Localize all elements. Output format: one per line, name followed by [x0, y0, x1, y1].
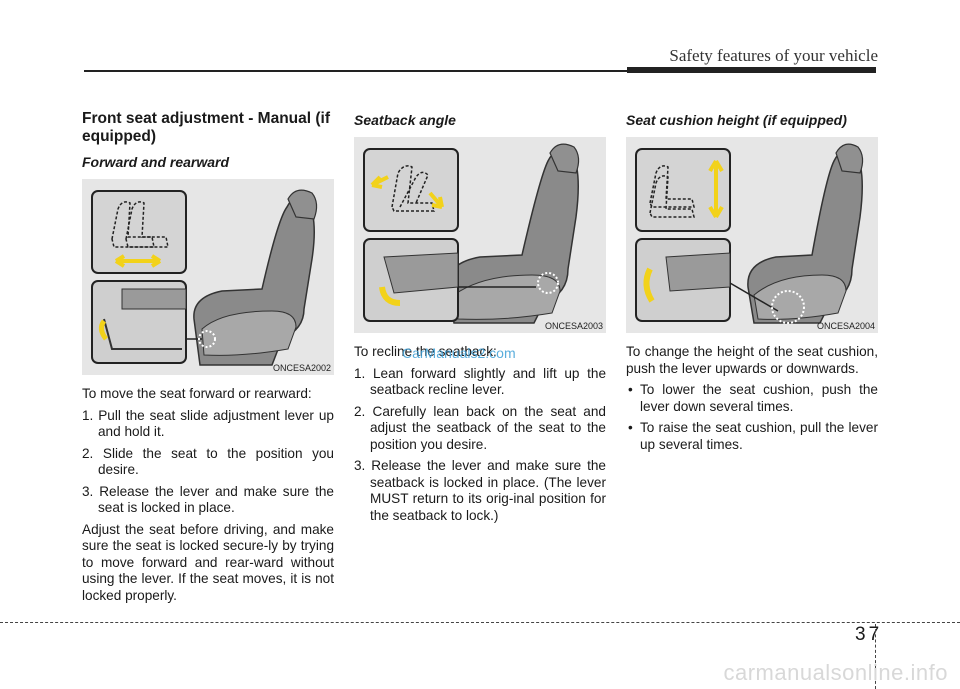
bullet-lower: To lower the seat cushion, push the leve…: [626, 382, 878, 415]
step-3: 3. Release the lever and make sure the s…: [354, 458, 606, 523]
column-forward-rearward: Front seat adjustment - Manual (if equip…: [82, 110, 334, 609]
seat-slide-drawing: [91, 189, 318, 366]
page-divider: [875, 624, 876, 689]
step-1: 1. Pull the seat slide adjustment lever …: [82, 407, 334, 440]
intro-text: To change the height of the seat cushion…: [626, 344, 878, 376]
seatback-recline-drawing: [363, 143, 580, 324]
step-2: 2. Carefully lean back on the seat and a…: [354, 403, 606, 452]
seat-slide-illustration: ONCESA2002: [82, 179, 334, 375]
intro-text: To recline the seatback:: [354, 344, 497, 359]
column-seatback-angle: Seatback angle ONCESA2003 To recline the…: [354, 110, 606, 529]
cushion-height-drawing: [635, 143, 864, 324]
header-title: Safety features of your vehicle: [669, 46, 878, 65]
step-2: 2. Slide the seat to the position you de…: [82, 445, 334, 478]
bullet-raise: To raise the seat cushion, pull the leve…: [626, 420, 878, 453]
step-3: 3. Release the lever and make sure the s…: [82, 483, 334, 516]
figure-code: ONCESA2003: [544, 321, 603, 331]
watermark-link[interactable]: CarManuals2.com: [402, 345, 516, 361]
header-rule-accent: [627, 67, 876, 73]
header-rule: [84, 70, 876, 72]
seatback-recline-illustration: ONCESA2003: [354, 137, 606, 333]
intro-text: To move the seat forward or rearward:: [82, 386, 312, 401]
page-number: 37: [855, 624, 883, 645]
footer-site-watermark[interactable]: carmanualsonline.info: [723, 660, 948, 685]
caution-paragraph: Adjust the seat before driving, and make…: [82, 521, 334, 603]
subsection-heading: Seatback angle: [354, 112, 456, 128]
column-cushion-height: Seat cushion height (if equipped) ONCESA…: [626, 110, 878, 458]
subsection-heading: Seat cushion height (if equipped): [626, 112, 847, 128]
footer-rule: [0, 622, 960, 623]
cushion-height-illustration: ONCESA2004: [626, 137, 878, 333]
subsection-heading: Forward and rearward: [82, 154, 230, 170]
section-heading: Front seat adjustment - Manual (if equip…: [82, 110, 331, 145]
step-1: 1. Lean forward slightly and lift up the…: [354, 365, 606, 398]
figure-code: ONCESA2002: [272, 363, 331, 373]
figure-code: ONCESA2004: [816, 321, 875, 331]
